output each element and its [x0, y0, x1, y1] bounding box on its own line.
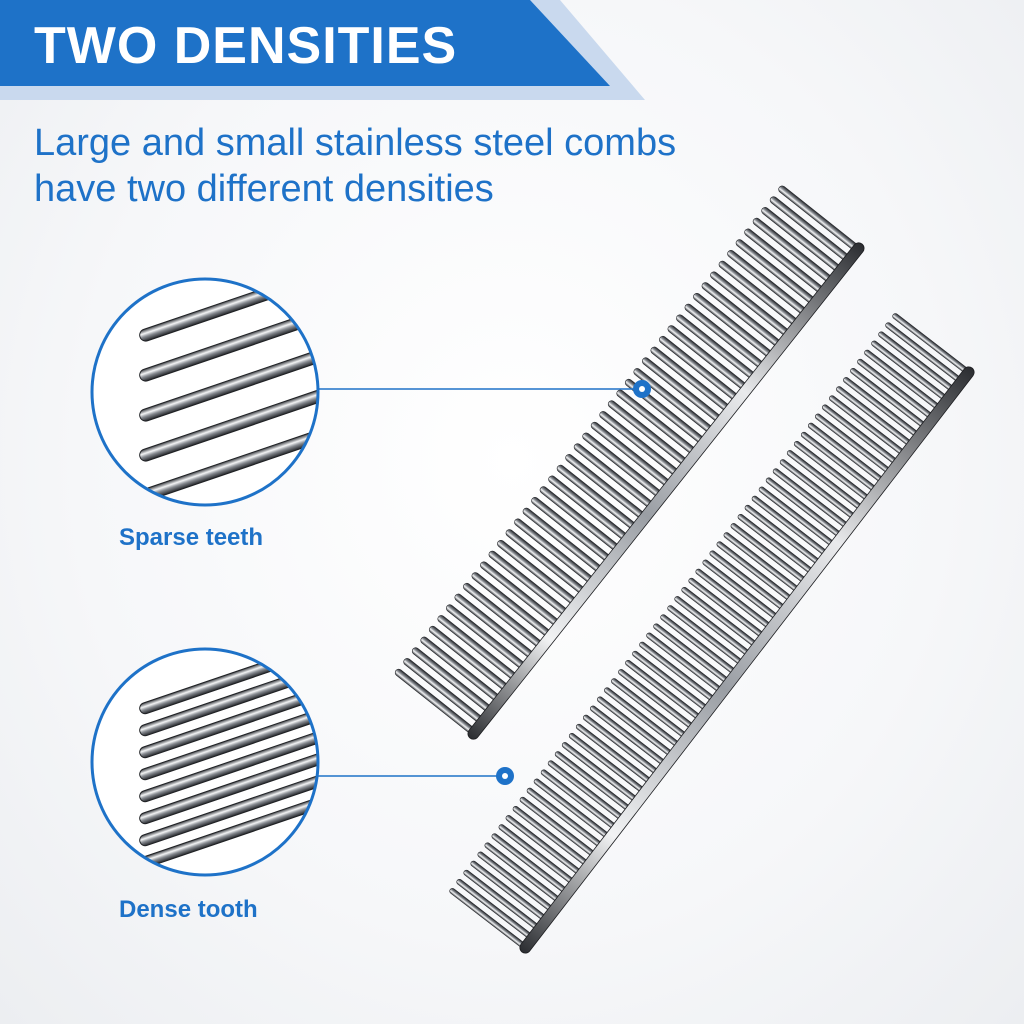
subtitle-line-1: Large and small stainless steel combs: [34, 122, 677, 164]
subtitle: Large and small stainless steel combs ha…: [34, 120, 834, 212]
banner-shape: [0, 0, 645, 100]
large-comb: [394, 185, 865, 740]
small-comb: [449, 313, 975, 954]
sparse-teeth-magnifier: [90, 277, 320, 507]
dense-tooth-label: Dense tooth: [119, 896, 258, 923]
subtitle-line-2: have two different densities: [34, 168, 494, 210]
dense-teeth-magnifier: [90, 647, 320, 877]
title-banner: TWO DENSITIES: [0, 0, 700, 102]
sparse-teeth-label: Sparse teeth: [119, 524, 264, 551]
page-title: TWO DENSITIES: [34, 17, 458, 75]
